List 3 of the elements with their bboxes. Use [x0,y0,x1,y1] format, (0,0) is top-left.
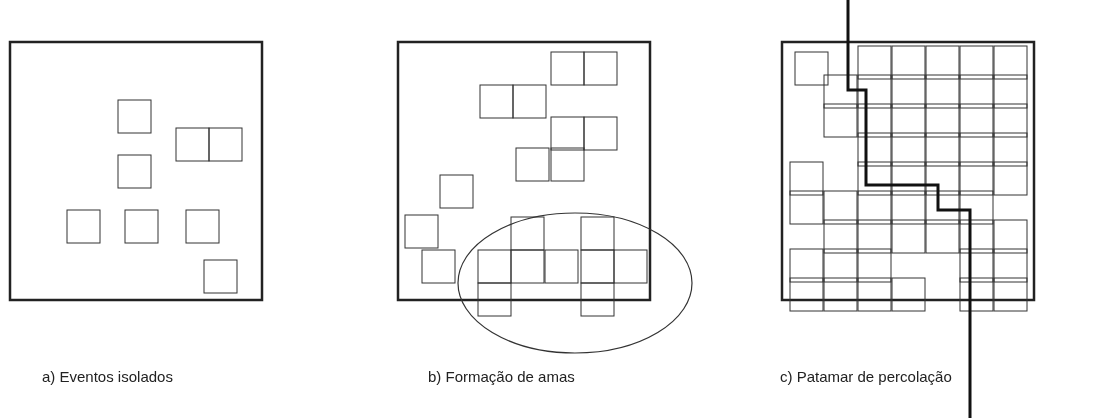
panel-caption: a) Eventos isolados [42,368,173,385]
panel-caption: b) Formação de amas [428,368,575,385]
panel-caption: c) Patamar de percolação [780,368,952,385]
